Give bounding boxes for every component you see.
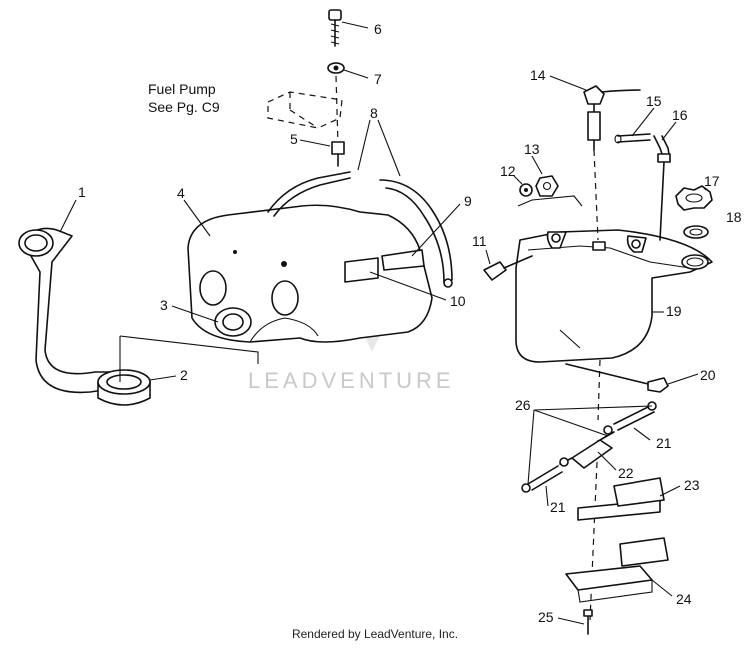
- washer-12-part: [519, 183, 533, 197]
- fuel-pump-note-line1: Fuel Pump: [148, 81, 216, 97]
- callout-18: 18: [726, 209, 742, 225]
- callout-23: 23: [684, 477, 700, 493]
- callout-7: 7: [374, 71, 382, 87]
- bracket-24-part: [565, 537, 669, 603]
- fuel-pump-phantom: [267, 91, 343, 129]
- bolt-stack-part: [327, 9, 345, 167]
- callout-25: 25: [538, 609, 554, 625]
- callout-11: 11: [472, 233, 487, 249]
- callout-9: 9: [464, 193, 472, 209]
- line-21-lower-part: [521, 465, 563, 493]
- callout-13: 13: [524, 141, 540, 157]
- callout-19: 19: [666, 303, 682, 319]
- bolt-11-part: [483, 255, 533, 281]
- cap-17-part: [675, 185, 713, 211]
- gasket-18-part: [683, 225, 709, 239]
- callout-15: 15: [646, 93, 662, 109]
- outline-line-tank: [119, 335, 259, 364]
- fuel-pump-note-line2: See Pg. C9: [148, 99, 220, 115]
- watermark-text: LEADVENTURE: [248, 368, 455, 393]
- nut-13-part: [535, 175, 559, 197]
- outline-line-nut: [517, 195, 583, 207]
- footer-credit: Rendered by LeadVenture, Inc.: [291, 627, 459, 641]
- callout-3: 3: [160, 297, 168, 313]
- callout-6: 6: [374, 21, 382, 37]
- callout-22: 22: [618, 465, 634, 481]
- callout-10: 10: [450, 293, 466, 309]
- filler-neck-part: [18, 227, 119, 394]
- callout-4: 4: [177, 185, 185, 201]
- sender-14-part: [583, 85, 641, 241]
- callout-8: 8: [370, 105, 378, 121]
- hose-15-part: [614, 133, 651, 144]
- filter-22-part: [559, 425, 615, 469]
- screw-25-part: [583, 609, 593, 635]
- callout-2: 2: [180, 367, 188, 383]
- fitting-20-part: [565, 363, 669, 393]
- leader-lines: [59, 21, 707, 625]
- callout-21-lower: 21: [550, 499, 566, 515]
- bracket-23-part: [577, 477, 665, 521]
- callout-26: 26: [515, 397, 531, 413]
- grommet-part: [97, 369, 151, 406]
- callout-labels: 1 2 3 4 5 6 7 8 9 10 11 12 13 14 15 16 1…: [78, 21, 742, 625]
- centerline: [589, 359, 601, 621]
- callout-21-upper: 21: [656, 435, 672, 451]
- fuel-tank-part: [187, 171, 453, 343]
- oil-tank-part: [515, 229, 713, 363]
- callout-5: 5: [290, 131, 298, 147]
- callout-14: 14: [530, 67, 546, 83]
- callout-16: 16: [672, 107, 688, 123]
- callout-1: 1: [78, 184, 86, 200]
- callout-12: 12: [500, 163, 516, 179]
- fuel-pump-note: Fuel Pump See Pg. C9: [148, 81, 220, 115]
- callout-24: 24: [676, 591, 692, 607]
- elbow-16-part: [653, 135, 671, 241]
- callout-17: 17: [704, 173, 720, 189]
- callout-20: 20: [700, 367, 716, 383]
